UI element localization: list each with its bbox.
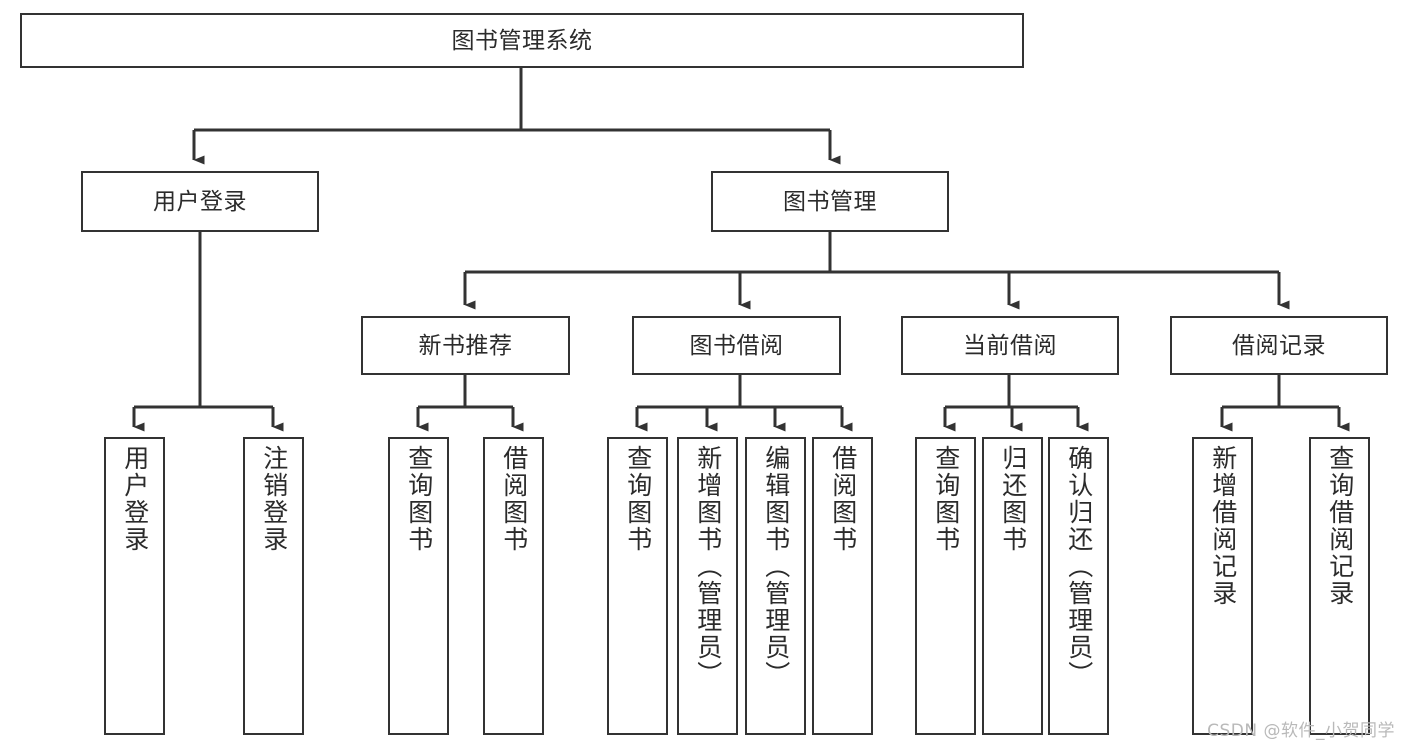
node-leaf-query-record-label: 查询借阅记录	[1325, 445, 1354, 607]
node-book-manage-label: 图书管理	[783, 187, 877, 214]
node-leaf-return-book-label: 归还图书	[998, 445, 1027, 553]
node-leaf-edit-book-label: 编辑图书（管理员）	[761, 445, 790, 688]
node-leaf-query-book-2-label: 查询图书	[623, 445, 652, 553]
node-leaf-confirm-return[interactable]: 确认归还（管理员）	[1048, 437, 1109, 735]
node-book-borrow[interactable]: 图书借阅	[632, 316, 841, 375]
node-leaf-user-login-label: 用户登录	[120, 445, 149, 553]
node-leaf-query-book-1-label: 查询图书	[404, 445, 433, 553]
node-leaf-user-login[interactable]: 用户登录	[104, 437, 165, 735]
node-leaf-logout-login-label: 注销登录	[259, 445, 288, 553]
node-leaf-logout-login[interactable]: 注销登录	[243, 437, 304, 735]
node-leaf-confirm-return-label: 确认归还（管理员）	[1064, 445, 1093, 688]
node-borrow-record[interactable]: 借阅记录	[1170, 316, 1388, 375]
node-book-manage[interactable]: 图书管理	[711, 171, 949, 232]
node-leaf-add-record[interactable]: 新增借阅记录	[1192, 437, 1253, 735]
node-current-borrow-label: 当前借阅	[963, 331, 1057, 358]
node-user-login-label: 用户登录	[153, 187, 247, 214]
node-root-label: 图书管理系统	[451, 26, 593, 53]
node-leaf-borrow-book-1[interactable]: 借阅图书	[483, 437, 544, 735]
node-new-book-recommend[interactable]: 新书推荐	[361, 316, 570, 375]
node-current-borrow[interactable]: 当前借阅	[901, 316, 1119, 375]
node-book-borrow-label: 图书借阅	[689, 331, 784, 358]
node-leaf-query-book-1[interactable]: 查询图书	[388, 437, 449, 735]
node-root-book-management-system[interactable]: 图书管理系统	[20, 13, 1024, 68]
node-borrow-record-label: 借阅记录	[1232, 331, 1326, 358]
node-new-book-recommend-label: 新书推荐	[418, 331, 513, 358]
node-leaf-add-book[interactable]: 新增图书（管理员）	[677, 437, 738, 735]
node-user-login[interactable]: 用户登录	[81, 171, 319, 232]
node-leaf-borrow-book-1-label: 借阅图书	[499, 445, 528, 553]
node-leaf-borrow-book-2[interactable]: 借阅图书	[812, 437, 873, 735]
node-leaf-edit-book[interactable]: 编辑图书（管理员）	[745, 437, 806, 735]
node-leaf-add-record-label: 新增借阅记录	[1208, 445, 1237, 607]
node-leaf-query-record[interactable]: 查询借阅记录	[1309, 437, 1370, 735]
node-leaf-return-book[interactable]: 归还图书	[982, 437, 1043, 735]
node-leaf-query-book-3-label: 查询图书	[931, 445, 960, 553]
node-leaf-query-book-3[interactable]: 查询图书	[915, 437, 976, 735]
node-leaf-add-book-label: 新增图书（管理员）	[693, 445, 722, 688]
node-leaf-query-book-2[interactable]: 查询图书	[607, 437, 668, 735]
node-leaf-borrow-book-2-label: 借阅图书	[828, 445, 857, 553]
